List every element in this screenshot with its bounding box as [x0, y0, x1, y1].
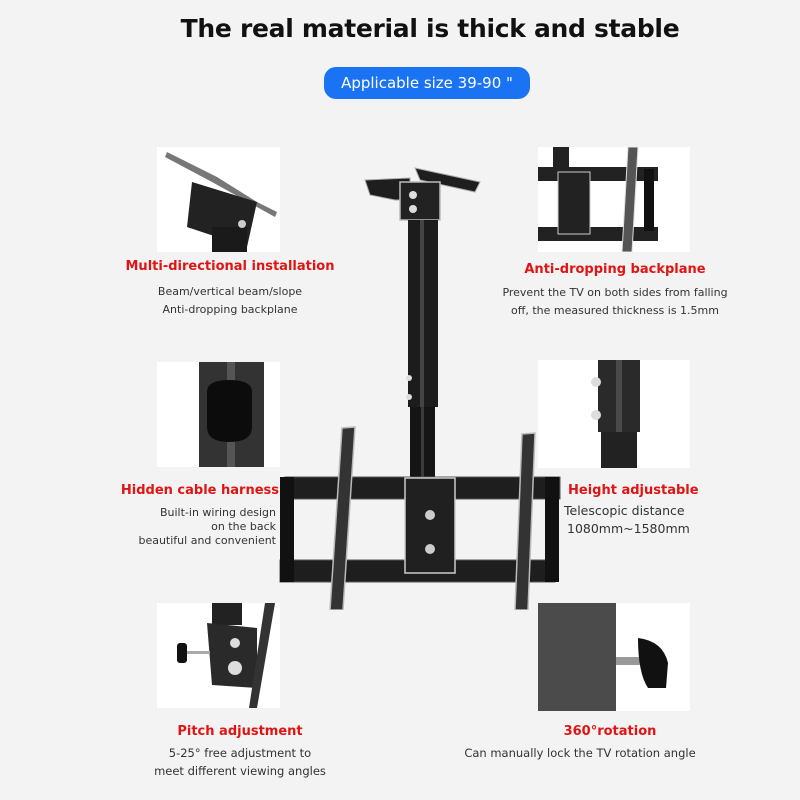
telescopic-pole-icon	[591, 360, 640, 468]
ceiling-plate-icon	[165, 152, 277, 252]
feature-image-anti-dropping	[538, 147, 690, 252]
feature-desc-hidden-cable-3: beautiful and convenient	[138, 534, 276, 547]
feature-title-anti-dropping: Anti-dropping backplane	[524, 262, 706, 277]
feature-image-multi-directional	[157, 147, 280, 252]
ceiling-tv-mount-illustration	[279, 167, 561, 610]
feature-desc-height-adjustable-2: 1080mm~1580mm	[567, 521, 690, 536]
feature-desc-height-adjustable-1: Telescopic distance	[564, 503, 685, 518]
feature-title-rotation: 360°rotation	[563, 724, 657, 739]
feature-image-pitch-adjustment	[157, 603, 280, 708]
feature-desc-anti-dropping-2: off, the measured thickness is 1.5mm	[511, 304, 719, 317]
rotation-knob-icon	[538, 603, 668, 711]
feature-desc-pitch-adjustment-2: meet different viewing angles	[154, 764, 326, 778]
feature-title-pitch-adjustment: Pitch adjustment	[177, 724, 303, 739]
feature-image-height-adjustable	[538, 360, 690, 468]
backplane-icon	[538, 147, 658, 252]
feature-desc-rotation-1: Can manually lock the TV rotation angle	[464, 746, 696, 760]
feature-desc-anti-dropping-1: Prevent the TV on both sides from fallin…	[502, 286, 728, 299]
feature-title-height-adjustable: Height adjustable	[568, 483, 699, 498]
feature-image-hidden-cable	[157, 362, 280, 467]
feature-desc-multi-directional-1: Beam/vertical beam/slope	[157, 285, 303, 298]
feature-desc-multi-directional-2: Anti-dropping backplane	[162, 303, 298, 316]
feature-desc-pitch-adjustment-1: 5-25° free adjustment to	[168, 746, 312, 760]
feature-title-multi-directional: Multi-directional installation	[125, 259, 335, 274]
size-badge: Applicable size 39-90 "	[324, 67, 530, 99]
pitch-knob-icon	[177, 603, 275, 708]
feature-image-rotation	[538, 603, 690, 711]
feature-desc-hidden-cable-2: on the back	[211, 520, 276, 533]
feature-title-hidden-cable: Hidden cable harness	[120, 483, 279, 498]
cable-hole-icon	[199, 362, 264, 467]
feature-desc-hidden-cable-1: Built-in wiring design	[159, 506, 276, 519]
page-title: The real material is thick and stable	[180, 14, 680, 43]
